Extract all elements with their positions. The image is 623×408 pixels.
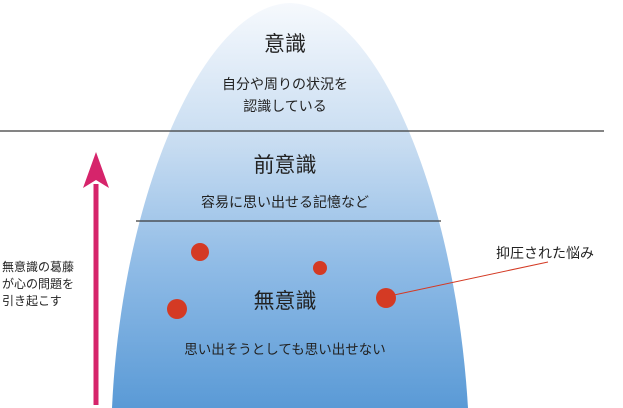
side-note: 無意識の葛藤 が心の問題を 引き起こす <box>2 260 75 308</box>
repressed-worry-dot <box>313 261 327 275</box>
unconscious-title: 無意識 <box>253 289 317 313</box>
unconscious-description: 思い出そうとしても思い出せない <box>184 342 386 358</box>
conscious-title: 意識 <box>264 32 306 56</box>
conscious-description: 自分や周りの状況を 認識している <box>222 77 348 115</box>
repressed-worry-dot <box>191 243 209 261</box>
repressed-worry-dot <box>167 299 187 319</box>
mind-mountain <box>112 3 468 408</box>
upward-arrow-head <box>83 152 109 188</box>
repressed-worry-dot <box>376 288 396 308</box>
preconscious-title: 前意識 <box>253 153 317 177</box>
repressed-callout-line <box>393 261 549 296</box>
repressed-worry-label: 抑圧された悩み <box>496 246 594 262</box>
preconscious-description: 容易に思い出せる記憶など <box>201 195 369 211</box>
